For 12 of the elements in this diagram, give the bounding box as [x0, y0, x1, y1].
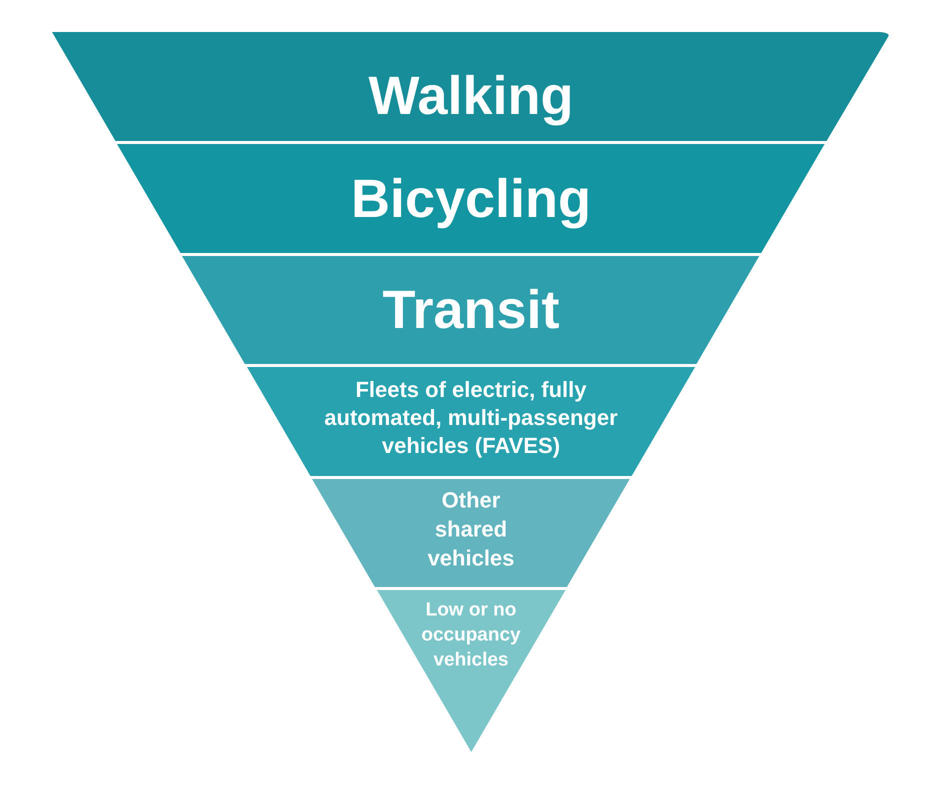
tier-label: Fleets of electric, fully automated, multi-passenger vehicles (FAVES)	[323, 376, 619, 460]
pyramid-tier	[376, 590, 566, 752]
pyramid-tier	[52, 32, 890, 141]
pyramid-tier	[117, 144, 825, 253]
tier-label: Other shared vehicles	[426, 486, 516, 573]
tier-label: Transit	[381, 278, 561, 342]
tier-label: Low or no occupancy vehicles	[420, 598, 522, 673]
pyramid-tier	[312, 479, 630, 587]
pyramid-tier	[182, 256, 760, 364]
tier-label: Bicycling	[350, 168, 592, 230]
pyramid-tier	[246, 367, 696, 476]
tier-label: Walking	[367, 64, 574, 128]
